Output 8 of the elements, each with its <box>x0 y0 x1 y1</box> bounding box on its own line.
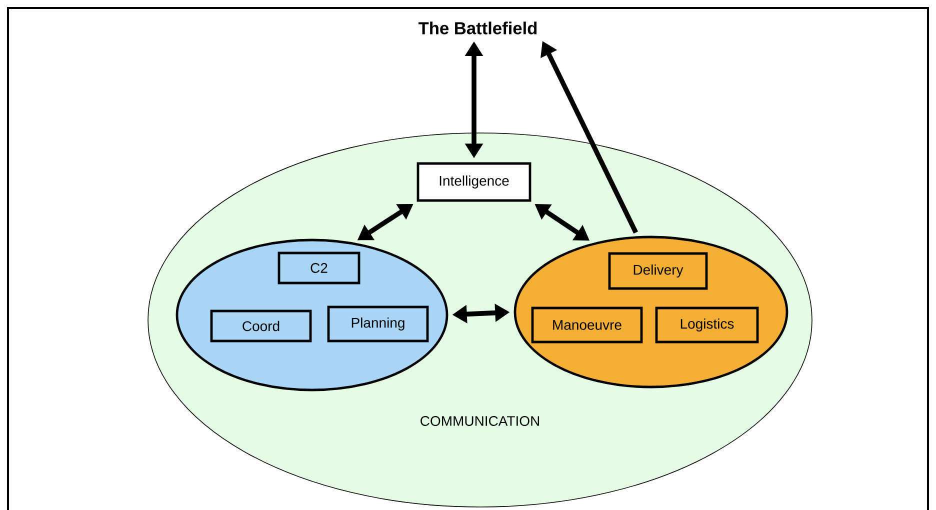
label-box: Logistics <box>655 306 759 344</box>
label-box: C2 <box>278 252 360 284</box>
label-box: Intelligence <box>416 162 532 202</box>
title-text: The Battlefield <box>418 22 537 34</box>
label-box: Coord <box>210 310 312 342</box>
label-box: Planning <box>327 306 429 342</box>
label-box: Delivery <box>608 252 708 290</box>
label-box: Manoeuvre <box>531 306 643 344</box>
